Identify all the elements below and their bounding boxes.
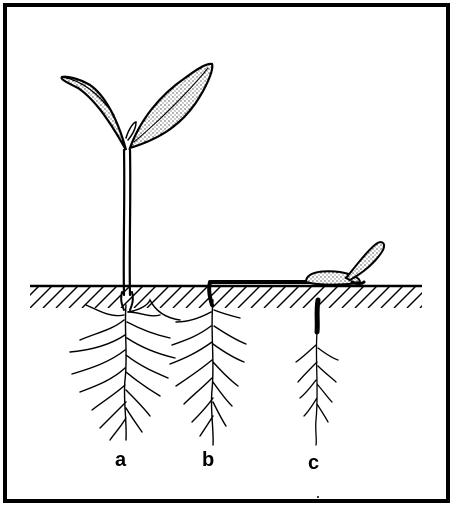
roots-c bbox=[296, 332, 338, 445]
label-a: a bbox=[115, 450, 126, 470]
seedling-a bbox=[62, 64, 213, 310]
label-c: c bbox=[308, 453, 319, 473]
seedling-c-radicle bbox=[317, 300, 318, 332]
soil-surface bbox=[17, 286, 442, 308]
seedling-a-stem bbox=[124, 150, 125, 295]
seedling-b bbox=[209, 242, 384, 305]
seedling-a-left-leaf bbox=[62, 77, 126, 150]
seedling-b-leaf bbox=[346, 242, 384, 280]
label-b: b bbox=[202, 450, 214, 470]
roots-b bbox=[170, 300, 246, 445]
speck bbox=[317, 496, 319, 498]
seedling-c bbox=[317, 300, 318, 332]
roots-a bbox=[70, 300, 180, 440]
